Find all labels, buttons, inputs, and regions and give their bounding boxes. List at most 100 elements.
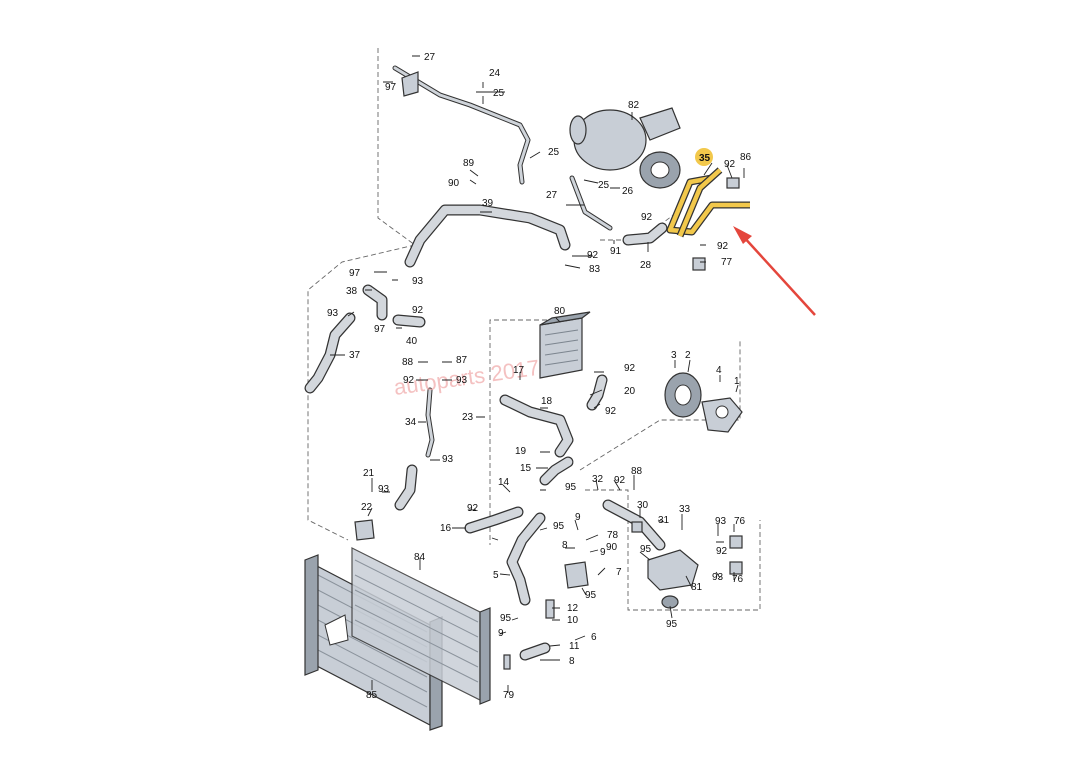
label: 87	[456, 355, 468, 366]
label: 78	[607, 530, 619, 541]
label: 97	[385, 82, 397, 93]
label: 76	[732, 574, 744, 585]
label: 93	[712, 572, 724, 583]
label: 90	[606, 542, 618, 553]
coolant-pipe-24	[392, 65, 531, 185]
hoses-upper-left	[304, 175, 668, 394]
label: 95	[565, 482, 577, 493]
label: 81	[691, 582, 703, 593]
label: 25	[598, 180, 610, 191]
label: 30	[637, 500, 649, 511]
label: 9	[498, 628, 504, 639]
label: 95	[666, 619, 678, 630]
label: 8	[569, 656, 575, 667]
label: 79	[503, 690, 515, 701]
label: 84	[414, 552, 426, 563]
label: 89	[463, 158, 475, 169]
water-pump	[664, 372, 743, 433]
label: 92	[614, 475, 626, 486]
label: 97	[374, 324, 386, 335]
label: 93	[412, 276, 424, 287]
label: 39	[482, 198, 494, 209]
label: 4	[716, 365, 722, 376]
label: 27	[424, 52, 436, 63]
label: 93	[442, 454, 454, 465]
label: 92	[724, 159, 736, 170]
label: 11	[569, 641, 580, 652]
label: 22	[361, 502, 373, 513]
label: 17	[513, 365, 525, 376]
label: 92	[717, 241, 729, 252]
label: 92	[467, 503, 479, 514]
leader-lines	[330, 55, 745, 693]
label: 38	[346, 286, 358, 297]
turbocharger-82	[569, 107, 681, 189]
label: 92	[587, 250, 599, 261]
condenser-84	[351, 547, 491, 705]
label: 7	[616, 567, 622, 578]
thermostat-housing-81	[647, 549, 699, 609]
label: 6	[591, 632, 597, 643]
label: 9	[575, 512, 581, 523]
label: 16	[440, 523, 452, 534]
label: 2	[685, 350, 691, 361]
label: 95	[500, 613, 512, 624]
label: 12	[567, 603, 579, 614]
label: 20	[624, 386, 636, 397]
label: 97	[349, 268, 361, 279]
label: 92	[412, 305, 424, 316]
label: 91	[610, 246, 622, 257]
highlight-badge	[695, 148, 713, 166]
label: 3	[671, 350, 677, 361]
label: 5	[493, 570, 499, 581]
label: 82	[628, 100, 640, 111]
label: 15	[520, 463, 532, 474]
label: 31	[658, 515, 670, 526]
label: 14	[498, 477, 510, 488]
label: 24	[489, 68, 501, 79]
label: 93	[327, 308, 339, 319]
label: 93	[715, 516, 727, 527]
label: 92	[403, 375, 415, 386]
label: 21	[363, 468, 375, 479]
label: 37	[349, 350, 361, 361]
label: 32	[592, 474, 604, 485]
label: 25	[493, 88, 505, 99]
label: 85	[366, 690, 378, 701]
label: 1	[734, 376, 740, 387]
label: 8	[562, 540, 568, 551]
hoses-middle	[394, 374, 608, 511]
label: 76	[734, 516, 746, 527]
oil-cooler-80	[539, 311, 591, 379]
label: 90	[448, 178, 460, 189]
label: 25	[548, 147, 560, 158]
label: 34	[405, 417, 417, 428]
label: 95	[553, 521, 565, 532]
label: 86	[740, 152, 752, 163]
small-fittings	[503, 177, 743, 670]
label: 92	[716, 546, 728, 557]
label: 35	[699, 153, 711, 164]
label: 92	[605, 406, 617, 417]
label: 95	[640, 544, 652, 555]
pipe-35-highlighted	[666, 148, 750, 238]
label: 27	[546, 190, 558, 201]
label: 40	[406, 336, 418, 347]
label: 33	[679, 504, 691, 515]
label: 23	[462, 412, 474, 423]
label: 28	[640, 260, 652, 271]
label: 18	[541, 396, 553, 407]
label: 83	[589, 264, 601, 275]
label: 88	[631, 466, 643, 477]
label: 9	[600, 547, 606, 558]
label: 92	[624, 363, 636, 374]
label: 77	[721, 257, 733, 268]
label: 88	[402, 357, 414, 368]
label: 80	[554, 306, 566, 317]
label: 92	[641, 212, 653, 223]
pointer-arrow	[733, 226, 816, 316]
label: 10	[567, 615, 579, 626]
label: 93	[378, 484, 390, 495]
label: 95	[585, 590, 597, 601]
